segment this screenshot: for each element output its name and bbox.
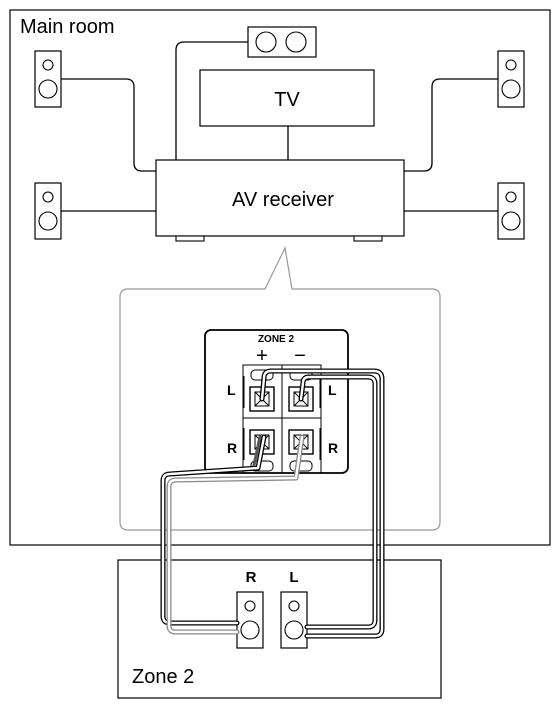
zone2-speaker-l-label: L xyxy=(289,569,298,586)
zone2-speaker-cables xyxy=(160,368,385,639)
surround-left-speaker xyxy=(34,182,62,240)
tv-box xyxy=(199,69,375,127)
terminal-minus-sign: − xyxy=(294,345,306,367)
av-receiver xyxy=(155,159,405,242)
zone2-left-speaker xyxy=(280,591,308,649)
tv-label: TV xyxy=(274,89,300,111)
terminal-title: ZONE 2 xyxy=(258,334,295,345)
zone2-label: Zone 2 xyxy=(132,666,194,688)
terminal-left-label-2: L xyxy=(328,382,337,398)
center-speaker xyxy=(247,26,317,58)
terminal-right-label-2: R xyxy=(328,440,338,456)
front-right-speaker xyxy=(497,50,525,108)
front-left-speaker xyxy=(34,50,62,108)
terminal-plus-sign: + xyxy=(256,345,268,367)
zone2-speaker-r-label: R xyxy=(246,569,257,586)
terminal-right-label: R xyxy=(227,440,237,456)
main-room-label: Main room xyxy=(20,16,114,38)
surround-right-speaker xyxy=(497,182,525,240)
terminal-left-label: L xyxy=(227,382,236,398)
av-receiver-label: AV receiver xyxy=(232,189,334,211)
zone2-right-speaker xyxy=(236,591,264,649)
